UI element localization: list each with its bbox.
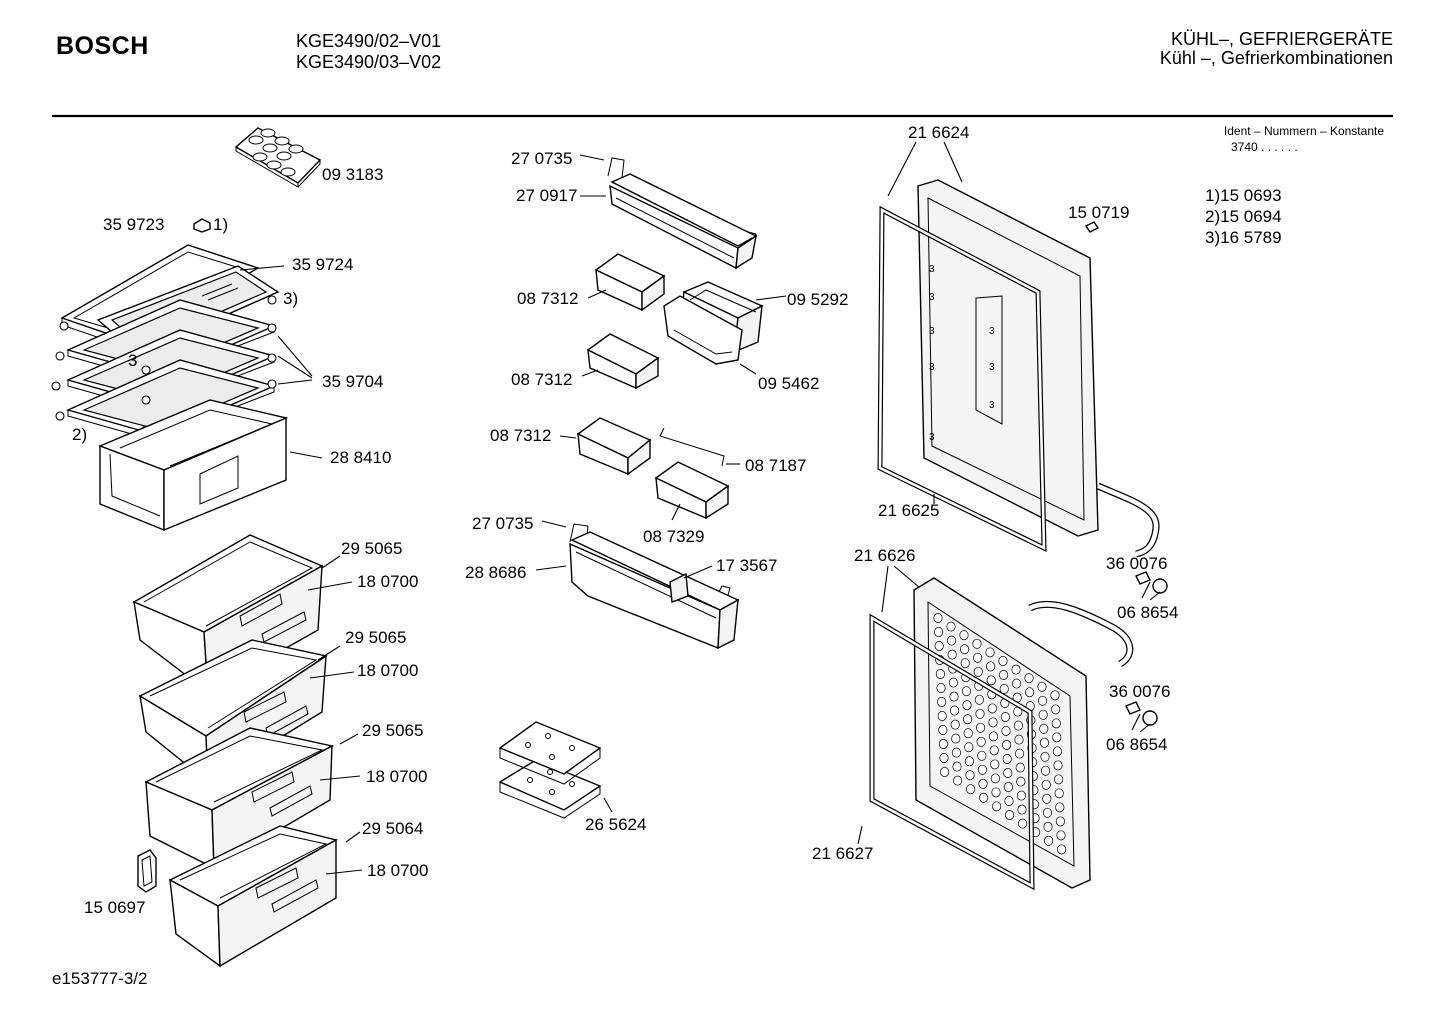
glass-shelf-stack (65, 299, 277, 443)
svg-text:3: 3 (989, 326, 995, 337)
label-cold-pack: 26 5624 (585, 815, 646, 834)
wire-part (659, 427, 725, 467)
svg-text:3: 3 (929, 264, 935, 275)
label-hinge-screw-1: 36 0076 (1106, 554, 1167, 573)
title-line-2: Kühl –, Gefrierkombinationen (1160, 48, 1393, 68)
brand-logo: BOSCH (56, 32, 149, 60)
ident-note-3: 3)16 5789 (1205, 228, 1282, 247)
title-line-1: KÜHL–, GEFRIERGERÄTE (1171, 29, 1393, 49)
fridge-door-part: 3 3 3 3 3 3 3 3 (917, 179, 1099, 537)
svg-text:3: 3 (929, 432, 935, 443)
label-drawer-1-front: 29 5065 (341, 539, 402, 558)
model-number-2: KGE3490/03–V02 (296, 52, 441, 72)
svg-text:3: 3 (989, 362, 995, 373)
small-box-1-part (594, 253, 666, 312)
label-bottle-tray-top: 27 0917 (516, 186, 577, 205)
label-small-box-2: 08 7312 (511, 370, 572, 389)
box-lid-part (663, 295, 743, 365)
label-wire: 08 7187 (745, 456, 806, 475)
label-door-rail-2: 27 0735 (472, 514, 533, 533)
label-bottle-tray-bottom: 28 8686 (465, 563, 526, 582)
label-drawer-4-body: 18 0700 (367, 861, 428, 880)
label-freezer-gasket: 21 6627 (812, 844, 873, 863)
label-small-box-3: 08 7312 (490, 426, 551, 445)
crisper-bin-part (98, 399, 289, 532)
label-plug: 15 0719 (1068, 203, 1129, 222)
fridge-gasket-part (877, 205, 1047, 553)
freezer-door-pattern (933, 613, 1067, 855)
label-door-rail-1: 27 0735 (511, 149, 572, 168)
ident-value: 3740 . . . . . . (1231, 140, 1298, 154)
label-drawer-4-front: 29 5064 (362, 819, 423, 838)
hinge-screw-1-part (1135, 571, 1168, 601)
label-divider: 17 3567 (716, 556, 777, 575)
label-box-holder: 09 5292 (787, 290, 848, 309)
label-small-box-4: 08 7329 (643, 527, 704, 546)
label-shelf-frame: 35 9724 (292, 255, 353, 274)
bottle-tray-top-part (609, 173, 758, 270)
note-2: 2) (72, 425, 87, 444)
label-cap-1: 06 8654 (1117, 603, 1178, 622)
door-rail-1-part (607, 157, 625, 179)
label-drawer-2-body: 18 0700 (357, 661, 418, 680)
label-shelf-support: 35 9704 (322, 372, 383, 391)
label-hinge-screw-2: 36 0076 (1109, 682, 1170, 701)
freezer-gasket-part (869, 613, 1035, 891)
small-box-2-part (586, 333, 660, 390)
label-box-lid: 09 5462 (758, 374, 819, 393)
label-clip: 35 9723 (103, 215, 164, 234)
small-box-3-part (576, 417, 652, 476)
ident-heading: Ident – Nummern – Konstante (1224, 124, 1384, 138)
drawer-3-part (144, 727, 335, 870)
label-fridge-door: 21 6624 (908, 123, 969, 142)
drawing-id: e153777-3/2 (52, 969, 147, 988)
note-3b: 3 (128, 351, 137, 370)
ident-note-1: 1)15 0693 (1205, 186, 1282, 205)
bottle-tray-bottom-part (569, 531, 740, 650)
label-egg-tray: 09 3183 (322, 165, 383, 184)
label-small-box-1: 08 7312 (517, 289, 578, 308)
svg-text:3: 3 (989, 400, 995, 411)
note-3a: 3) (283, 289, 298, 308)
label-drawer-1-body: 18 0700 (357, 572, 418, 591)
note-clip: 1) (213, 215, 228, 234)
label-drawer-3-front: 29 5065 (362, 721, 423, 740)
label-drawer-3-body: 18 0700 (366, 767, 427, 786)
drawer-4-part (168, 825, 338, 968)
cold-pack-part (498, 721, 602, 819)
hinge-screw-2-part (1125, 701, 1158, 733)
ident-note-2: 2)15 0694 (1205, 207, 1282, 226)
label-crisper: 28 8410 (330, 448, 391, 467)
label-holder-part (137, 849, 157, 893)
clip-part (193, 218, 211, 233)
svg-text:3: 3 (929, 326, 935, 337)
model-number-1: KGE3490/02–V01 (296, 31, 441, 51)
label-drawer-2-front: 29 5065 (345, 628, 406, 647)
freezer-door-part (913, 577, 1091, 889)
small-box-4-part (654, 461, 730, 520)
label-cap-2: 06 8654 (1106, 735, 1167, 754)
label-freezer-door: 21 6626 (854, 546, 915, 565)
label-label-holder: 15 0697 (84, 898, 145, 917)
egg-tray-part (234, 127, 322, 188)
plug-part (1084, 221, 1100, 233)
divider-part (669, 572, 689, 603)
svg-text:3: 3 (929, 292, 935, 303)
label-fridge-gasket: 21 6625 (878, 501, 939, 520)
svg-text:3: 3 (929, 362, 935, 373)
